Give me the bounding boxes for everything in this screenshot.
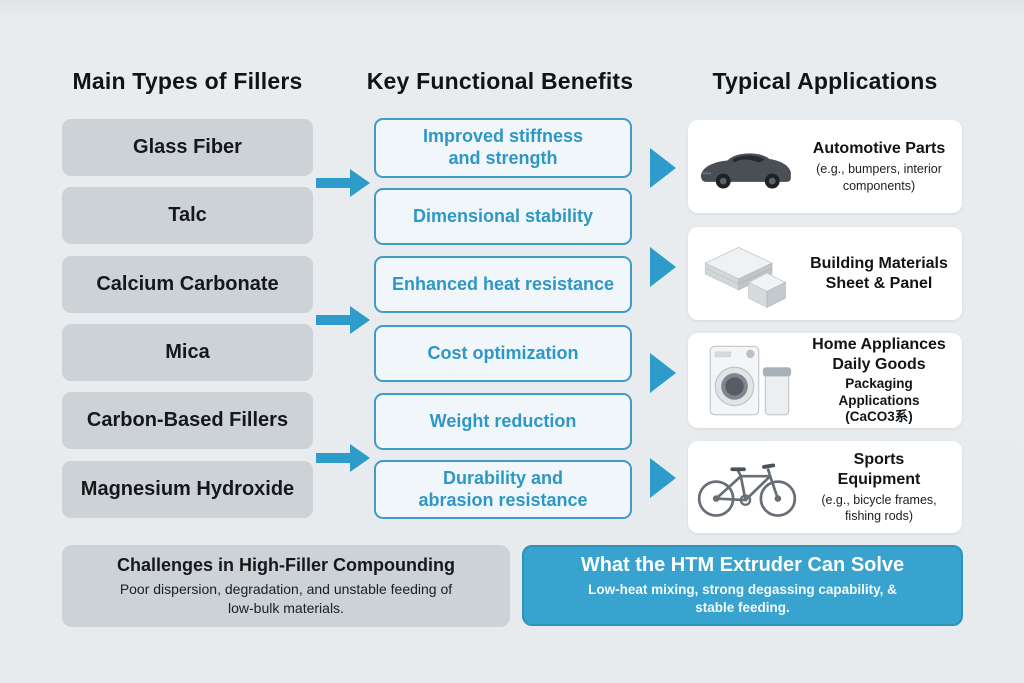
filler-label: Mica [165,341,210,363]
app-card-title: Home Appliances Daily Goods [812,335,946,373]
benefit-box-durability: Durability and abrasion resistance [374,460,632,519]
solution-body: Low-heat mixing, strong degassing capabi… [588,581,897,615]
filler-label: Calcium Carbonate [96,273,279,295]
benefit-label: Dimensional stability [412,205,594,226]
filler-box-calcium-carbonate: Calcium Carbonate [62,256,313,313]
arrow-right-icon [316,169,370,197]
solution-box: What the HTM Extruder Can Solve Low-heat… [522,545,963,626]
filler-box-carbon-based-fillers: Carbon-Based Fillers [62,392,313,449]
benefit-box-heat-resistance: Enhanced heat resistance [374,256,632,313]
filler-label: Magnesium Hydroxide [80,478,295,500]
challenges-body: Poor dispersion, degradation, and unstab… [119,580,453,616]
benefit-label: Durability and abrasion resistance [418,467,588,510]
app-card-note: (e.g., bumpers, interior components) [816,162,942,193]
heading-typical-applications: Typical Applications [712,68,938,94]
app-card-automotive: Automotive Parts (e.g., bumpers, interio… [688,120,962,213]
arrow-right-icon [316,444,370,472]
benefit-label: Weight reduction [429,410,577,431]
triangle-right-icon [650,247,676,287]
app-card-title: Sports Equipment [837,450,921,488]
benefit-label: Enhanced heat resistance [391,273,615,294]
filler-box-mica: Mica [62,324,313,381]
filler-box-glass-fiber: Glass Fiber [62,119,313,176]
benefit-box-stiffness: Improved stiffness and strength [374,118,632,178]
benefit-label: Cost optimization [427,342,579,363]
arrow-right-icon [316,306,370,334]
app-card-sports-equipment: Sports Equipment (e.g., bicycle frames, … [688,441,962,533]
triangle-right-icon [650,148,676,188]
solution-title: What the HTM Extruder Can Solve [580,553,905,576]
benefit-box-cost-optimization: Cost optimization [374,325,632,382]
app-card-building-materials: Building Materials Sheet & Panel [688,227,962,320]
benefit-label: Improved stiffness and strength [422,126,584,168]
washing-machine-icon [688,341,806,421]
filler-box-talc: Talc [62,187,313,244]
bicycle-icon [688,454,806,520]
app-card-title: Automotive Parts [812,140,946,158]
challenges-title: Challenges in High-Filler Compounding [117,554,455,575]
triangle-right-icon [650,458,676,498]
filler-label: Carbon-Based Fillers [86,409,289,431]
filler-label: Glass Fiber [133,136,242,158]
car-icon [688,139,806,195]
app-card-home-appliances: Home Appliances Daily Goods Packaging Ap… [688,333,962,428]
filler-label: Talc [168,204,207,226]
challenges-box: Challenges in High-Filler Compounding Po… [62,545,510,627]
benefit-box-dimensional-stability: Dimensional stability [374,188,632,245]
app-card-note: (e.g., bicycle frames, fishing rods) [821,492,937,523]
triangle-right-icon [650,353,676,393]
benefit-box-weight-reduction: Weight reduction [374,393,632,450]
building-panels-icon [688,236,806,312]
app-card-subtitle: Packaging Applications (CaCO3系) [838,375,920,425]
heading-key-functional-benefits: Key Functional Benefits [366,68,634,94]
heading-main-types-of-fillers: Main Types of Fillers [72,68,303,94]
app-card-title: Building Materials Sheet & Panel [810,254,948,292]
filler-box-magnesium-hydroxide: Magnesium Hydroxide [62,461,313,518]
